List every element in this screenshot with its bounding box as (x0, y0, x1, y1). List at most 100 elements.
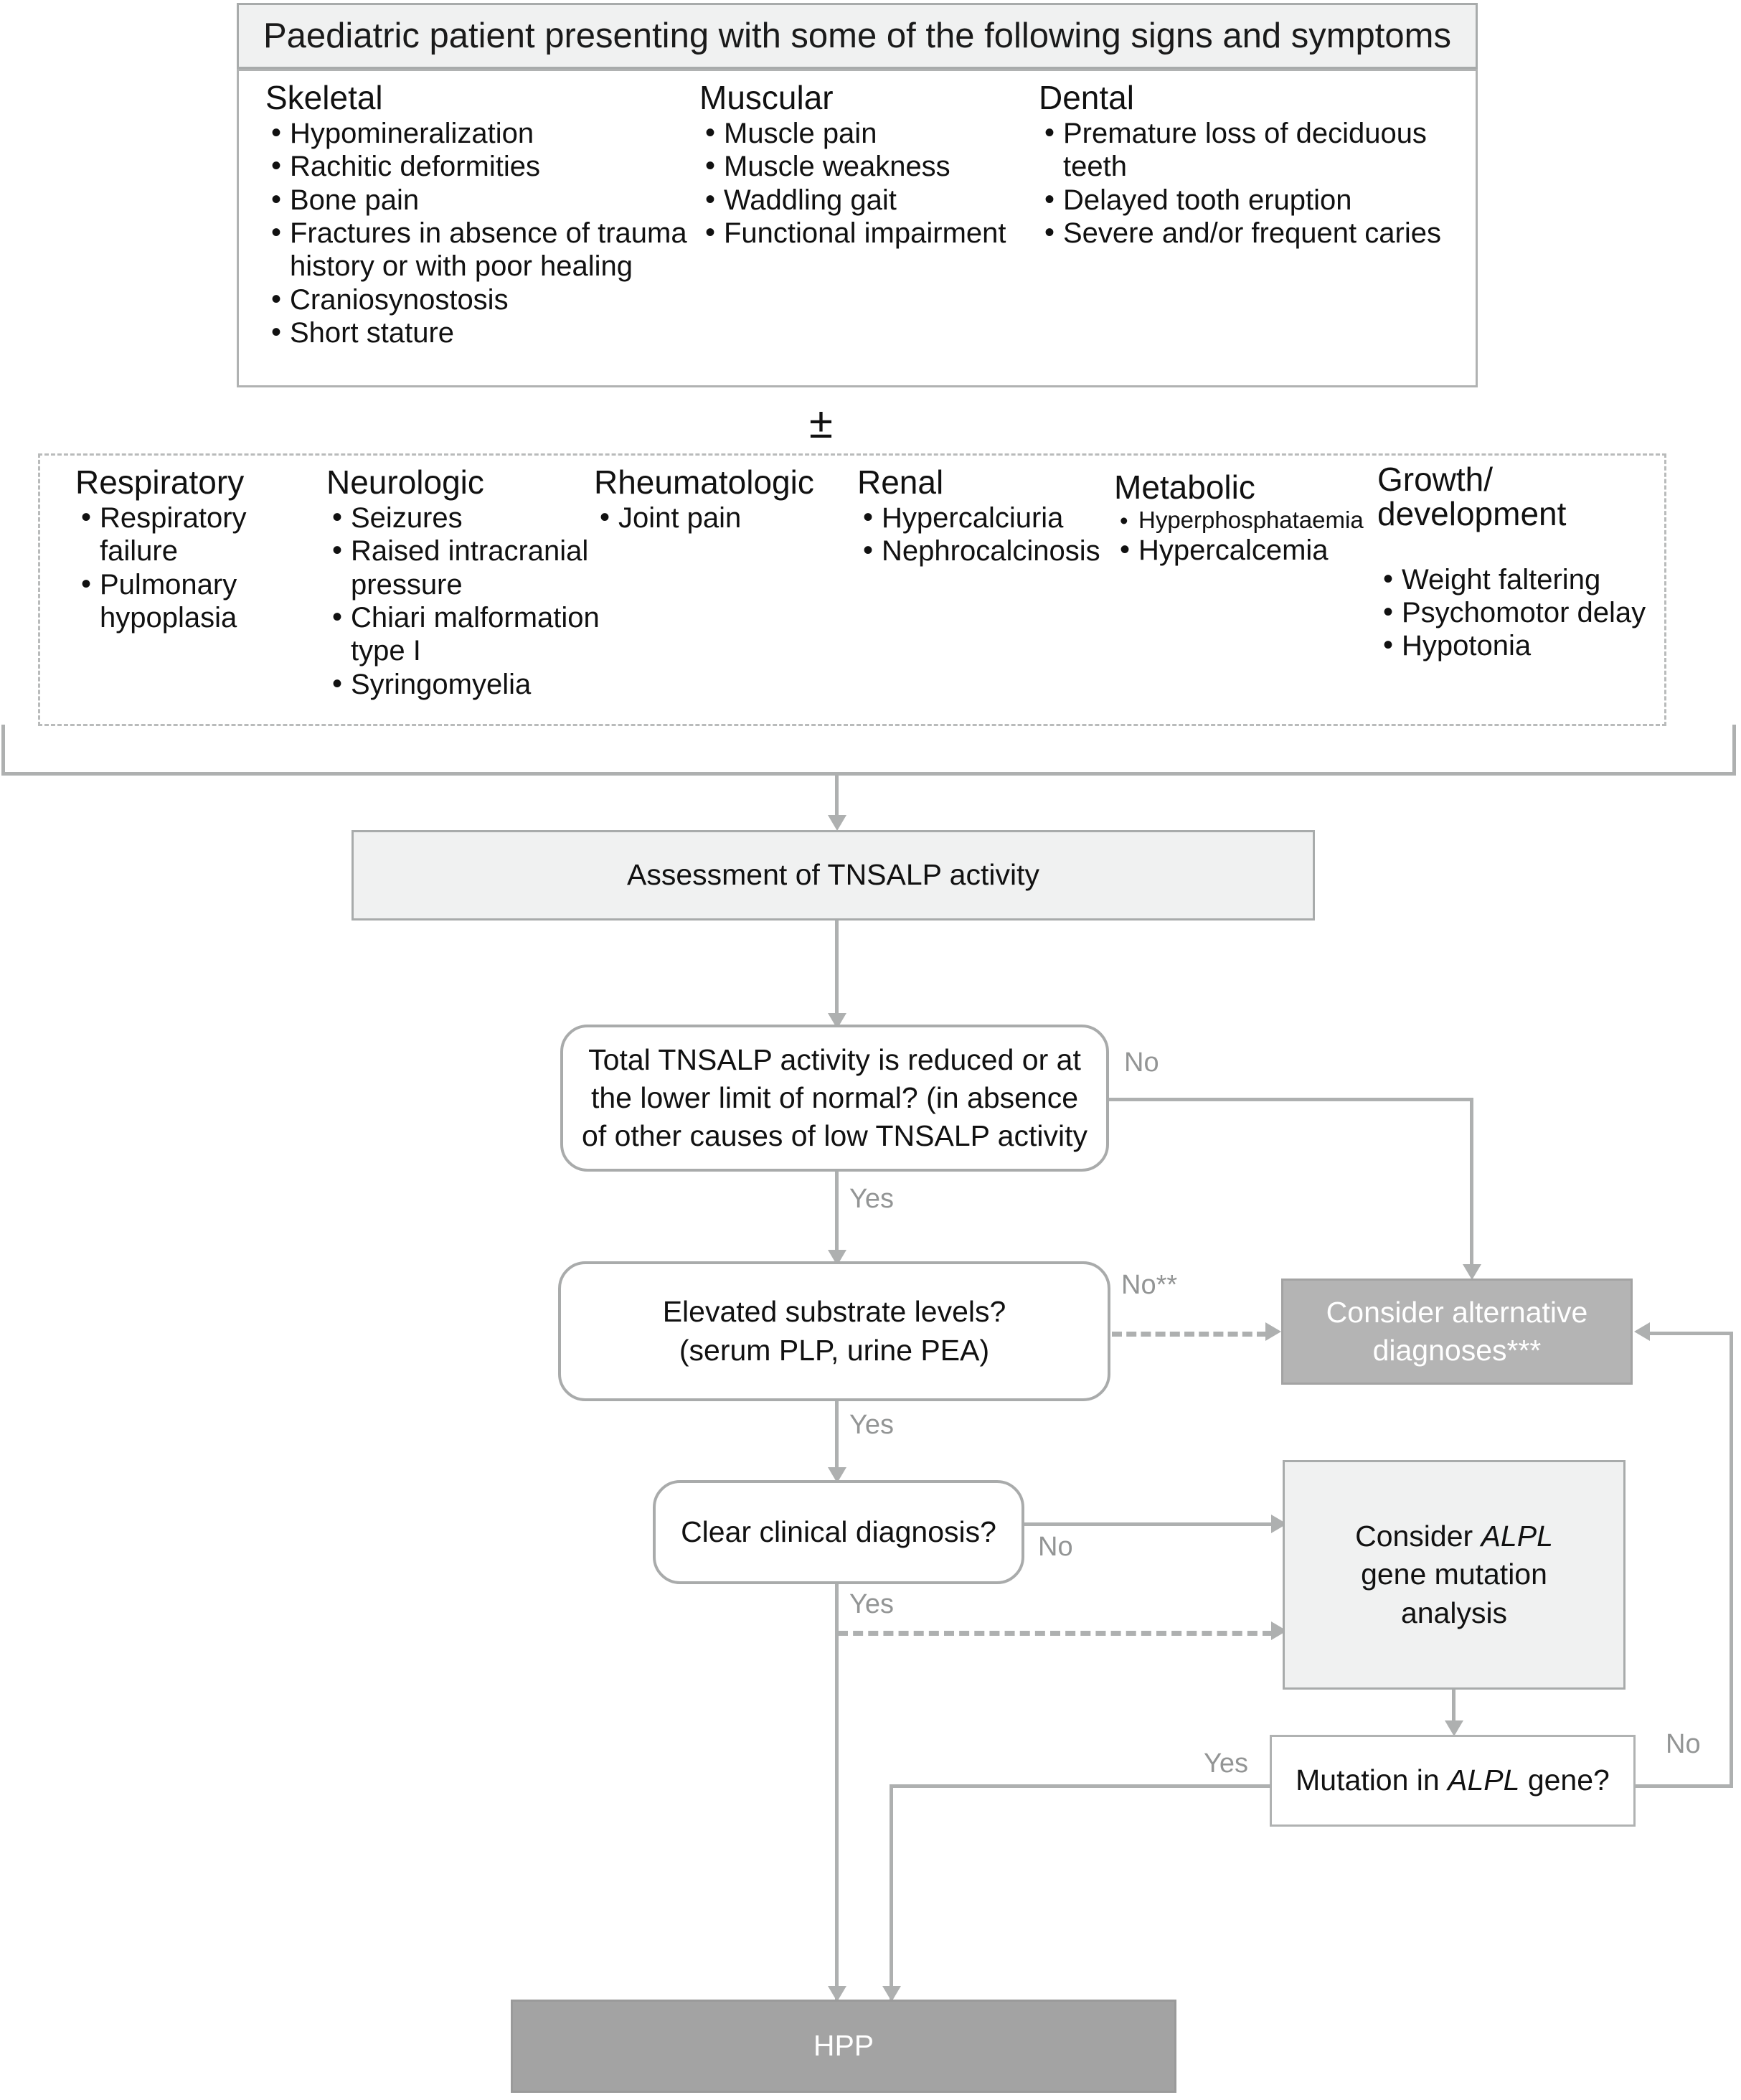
assessment-label: Assessment of TNSALP activity (627, 858, 1039, 892)
decision-clinical-label: Clear clinical diagnosis? (681, 1515, 996, 1548)
clinical-no-line (1024, 1522, 1274, 1526)
decision-tnsalp-box: Total TNSALP activity is reduced or at t… (560, 1025, 1109, 1172)
alpl-line3: analysis (1400, 1596, 1508, 1629)
mutation-no-line-v (1730, 1332, 1733, 1788)
symptom-list: Respiratory failure Pulmonary hypoplasia (75, 501, 255, 635)
symptom-list: Hypomineralization Rachitic deformities … (265, 116, 710, 350)
list-item: Waddling gait (699, 183, 1029, 217)
list-item: Raised intracranial pressure (326, 534, 613, 601)
category-muscular: Muscular Muscle pain Muscle weakness Wad… (699, 80, 1029, 250)
alternative-diagnoses-box: Consider alternative diagnoses*** (1281, 1279, 1633, 1385)
assessment-to-decision-line (835, 920, 839, 1028)
bracket-horizontal (1, 772, 1736, 776)
category-metabolic: Metabolic Hyperphosphataemia Hypercalcem… (1114, 470, 1372, 567)
list-item: Fractures in absence of trauma history o… (265, 216, 710, 283)
category-title: Neurologic (326, 463, 484, 501)
alpl-analysis-box: Consider ALPL gene mutation analysis (1283, 1460, 1626, 1690)
list-item: Hypotonia (1377, 628, 1650, 662)
mutation-label: Mutation in ALPL gene? (1296, 1764, 1610, 1797)
hpp-label: HPP (813, 2029, 874, 2063)
category-title: Dental (1039, 79, 1134, 116)
gene-name-alpl: ALPL (1481, 1520, 1553, 1553)
assessment-box: Assessment of TNSALP activity (351, 830, 1315, 920)
list-item: Nephrocalcinosis (857, 534, 1101, 568)
mutation-yes-line-h (890, 1784, 1271, 1788)
category-respiratory: Respiratory Respiratory failure Pulmonar… (75, 465, 255, 634)
category-dental: Dental Premature loss of deciduous teeth… (1039, 80, 1462, 250)
plus-minus-symbol: ± (809, 399, 833, 447)
list-item: Premature loss of deciduous teeth (1039, 116, 1462, 184)
arrow-dashed-to-alternative (1265, 1322, 1281, 1341)
alternative-line1: Consider alternative (1326, 1295, 1588, 1329)
list-item: Pulmonary hypoplasia (75, 568, 255, 635)
edge-label-mutation-no: No (1666, 1729, 1701, 1759)
decision-substrate-box: Elevated substrate levels? (serum PLP, u… (558, 1261, 1110, 1401)
list-item: Functional impairment (699, 216, 1029, 250)
list-item: Respiratory failure (75, 501, 255, 568)
arrow-to-assessment (828, 815, 846, 831)
edge-label-mutation-yes: Yes (1204, 1748, 1248, 1779)
clinical-yes-line (835, 1584, 839, 2004)
gene-name-alpl: ALPL (1448, 1764, 1520, 1797)
category-title: Muscular (699, 79, 834, 116)
mutation-yes-line-v (890, 1784, 893, 2004)
arrow-mutation-yes-to-hpp (882, 1986, 901, 2002)
list-item: Hypomineralization (265, 116, 710, 150)
list-item: Psychomotor delay (1377, 595, 1650, 629)
mutation-decision-box: Mutation in ALPL gene? (1270, 1735, 1636, 1827)
alternative-line2: diagnoses*** (1372, 1334, 1542, 1367)
hpp-outcome-box: HPP (511, 2000, 1176, 2093)
arrow-to-clinical-decision (828, 1467, 846, 1483)
bracket-left-stem (1, 725, 5, 775)
substrate-yes-line (835, 1401, 839, 1477)
list-item: Weight faltering (1377, 562, 1650, 596)
category-title: Respiratory (75, 463, 245, 501)
decision-clinical-box: Clear clinical diagnosis? (653, 1480, 1024, 1584)
decision-substrate-line2: (serum PLP, urine PEA) (679, 1333, 990, 1367)
arrow-mutation-no-to-alternative (1634, 1322, 1650, 1341)
list-item: Muscle pain (699, 116, 1029, 150)
category-rheumatologic: Rheumatologic Joint pain (594, 465, 852, 535)
list-item: Joint pain (594, 501, 852, 535)
arrow-to-mutation-decision (1445, 1720, 1463, 1736)
decision-substrate-line1: Elevated substrate levels? (662, 1295, 1006, 1329)
category-title: Metabolic (1114, 469, 1255, 506)
category-neurologic: Neurologic Seizures Raised intracranial … (326, 465, 613, 701)
edge-label-clinical-no: No (1038, 1532, 1073, 1562)
symptom-list: Hypercalciuria Nephrocalcinosis (857, 501, 1101, 568)
list-item: Bone pain (265, 183, 710, 217)
category-title: Renal (857, 463, 944, 501)
list-item: Severe and/or frequent caries (1039, 216, 1462, 250)
symptom-list: Hyperphosphataemia Hypercalcemia (1114, 507, 1372, 568)
symptom-list: Weight faltering Psychomotor delay Hypot… (1377, 562, 1650, 663)
decision-tnsalp-label: Total TNSALP activity is reduced or at t… (582, 1042, 1087, 1153)
symptom-list: Muscle pain Muscle weakness Waddling gai… (699, 116, 1029, 250)
category-title: Skeletal (265, 79, 383, 116)
list-item: Delayed tooth eruption (1039, 183, 1462, 217)
tnsalp-yes-line (835, 1172, 839, 1265)
edge-label-substrate-no: No** (1121, 1270, 1178, 1300)
list-item: Chiari malformation type I (326, 601, 613, 668)
list-item: Craniosynostosis (265, 283, 710, 316)
edge-label-clinical-yes: Yes (849, 1589, 894, 1619)
symptom-list: Joint pain (594, 501, 852, 535)
alpl-to-mutation-line (1452, 1690, 1455, 1733)
category-growth-development: Growth/ development Weight faltering Psy… (1377, 461, 1650, 663)
alpl-line1: Consider ALPL (1355, 1520, 1553, 1553)
list-item: Muscle weakness (699, 149, 1029, 183)
arrow-no-to-alternative (1463, 1264, 1481, 1280)
category-renal: Renal Hypercalciuria Nephrocalcinosis (857, 465, 1101, 568)
edge-label-tnsalp-yes: Yes (849, 1184, 894, 1214)
list-item: Hypercalcemia (1114, 533, 1372, 567)
bracket-drop-line (835, 772, 839, 821)
alpl-line2: gene mutation (1361, 1558, 1547, 1591)
edge-label-substrate-yes: Yes (849, 1410, 894, 1440)
clinical-dashed-to-alpl (838, 1631, 1273, 1636)
tnsalp-no-line-v (1470, 1098, 1473, 1270)
category-title: Growth/ development (1377, 461, 1567, 532)
list-item: Short stature (265, 316, 710, 349)
list-item: Syringomyelia (326, 667, 613, 701)
symptom-list: Seizures Raised intracranial pressure Ch… (326, 501, 613, 701)
tnsalp-no-line-h (1109, 1098, 1473, 1101)
